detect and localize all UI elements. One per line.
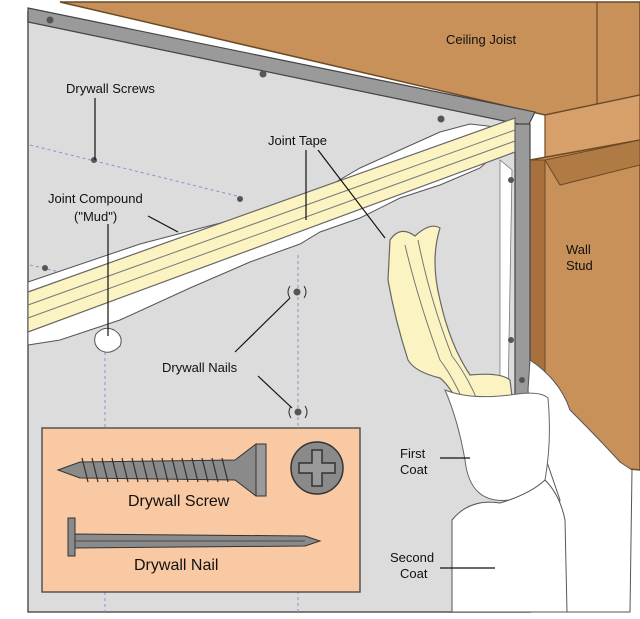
label-stud: Stud [566, 258, 593, 273]
label-first: First [400, 446, 426, 461]
screw-line [29, 144, 246, 199]
screw-5 [237, 196, 243, 202]
ceiling-joist [59, 1, 640, 116]
wall-stud-top [544, 139, 640, 186]
screw-8 [508, 337, 514, 343]
leader-mud-2 [147, 215, 179, 233]
phillips-head-icon [290, 441, 344, 495]
screw-6 [42, 265, 48, 271]
label-ceiling-joist: Ceiling Joist [446, 32, 516, 47]
nail-1-dimple-l [287, 285, 291, 299]
tape-crease-1 [27, 129, 516, 306]
label-joint-compound: Joint Compound [48, 191, 143, 206]
label-drywall-nails: Drywall Nails [162, 360, 238, 375]
screw-line-2 [29, 264, 61, 273]
leader-nails-1 [234, 297, 291, 353]
drywall-screw-icon [56, 443, 267, 497]
screw-1 [46, 16, 54, 24]
nail-1 [293, 288, 301, 296]
label-second: Second [390, 550, 434, 565]
drywall-nail-icon [67, 517, 322, 557]
label-joint-tape: Joint Tape [268, 133, 327, 148]
label-mud: ("Mud") [74, 209, 117, 224]
screw-7 [508, 177, 514, 183]
label-drywall-nail: Drywall Nail [134, 557, 218, 574]
label-first-coat: Coat [400, 462, 428, 477]
nail-2 [294, 408, 302, 416]
metal-side-bead [514, 123, 531, 401]
screw-2 [259, 70, 267, 78]
joint-tape-strip [27, 117, 516, 333]
nail-2-dimple-r [304, 405, 308, 419]
screw-3 [437, 115, 445, 123]
tape-crease-2 [27, 140, 516, 319]
nail-1-dimple-r [303, 285, 307, 299]
label-second-coat: Coat [400, 566, 428, 581]
screw-9 [519, 377, 525, 383]
label-drywall-screws: Drywall Screws [66, 81, 155, 96]
label-drywall-screw: Drywall Screw [128, 493, 230, 510]
label-wall: Wall [566, 242, 591, 257]
screw-4 [91, 157, 97, 163]
second-coat-mud [451, 479, 568, 613]
leader-nails-2 [257, 375, 293, 409]
leader-tape-2 [317, 149, 386, 239]
